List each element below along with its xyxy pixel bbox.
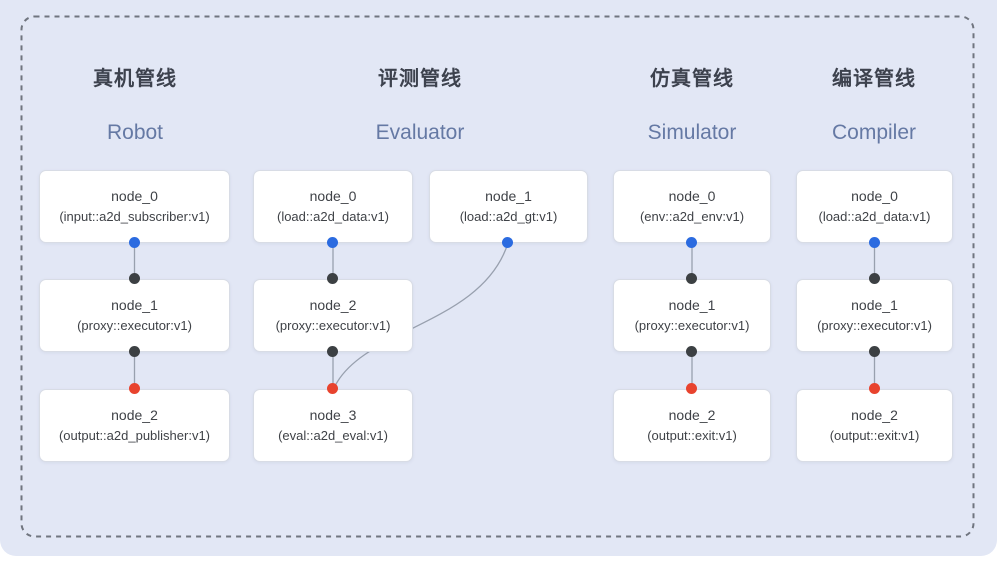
node-name: node_2 (851, 407, 898, 423)
sink-input-port-dot (129, 383, 140, 394)
output-port-dot (686, 237, 697, 248)
node-type: (load::a2d_gt:v1) (459, 209, 558, 224)
output-port-dot (869, 237, 880, 248)
header-zh-evaluator: 评测管线 (378, 68, 462, 90)
node-name: node_1 (851, 297, 898, 313)
output-port-dot (129, 237, 140, 248)
node-type: (output::exit:v1) (829, 428, 920, 443)
graph-node-evaluator-2: node_2 (proxy::executor:v1) (253, 279, 413, 352)
sink-input-port-dot (327, 383, 338, 394)
header-zh-compiler: 编译管线 (832, 68, 916, 90)
node-type: (eval::a2d_eval:v1) (278, 428, 388, 443)
output-port-dot (502, 237, 513, 248)
graph-node-evaluator-1: node_1 (load::a2d_gt:v1) (429, 170, 588, 243)
output-port-dot (327, 346, 338, 357)
graph-node-robot-1: node_1 (proxy::executor:v1) (39, 279, 230, 352)
graph-node-simulator-0: node_0 (env::a2d_env:v1) (613, 170, 771, 243)
output-port-dot (129, 346, 140, 357)
output-port-dot (869, 346, 880, 357)
input-port-dot (327, 273, 338, 284)
input-port-dot (129, 273, 140, 284)
node-name: node_1 (485, 188, 532, 204)
graph-node-simulator-1: node_1 (proxy::executor:v1) (613, 279, 771, 352)
input-port-dot (869, 273, 880, 284)
input-port-dot (686, 273, 697, 284)
output-port-dot (327, 237, 338, 248)
header-en-evaluator: Evaluator (375, 121, 465, 144)
node-type: (load::a2d_data:v1) (276, 209, 390, 224)
header-en-robot: Robot (106, 121, 164, 144)
node-name: node_2 (309, 297, 357, 313)
node-type: (proxy::executor:v1) (817, 318, 932, 333)
node-name: node_1 (111, 297, 158, 313)
node-type: (output::exit:v1) (647, 428, 737, 443)
dashed-border (20, 15, 975, 538)
node-type: (proxy::executor:v1) (77, 318, 192, 333)
graph-node-compiler-2: node_2 (output::exit:v1) (796, 389, 953, 462)
node-type: (input::a2d_subscriber:v1) (59, 209, 210, 224)
graph-node-compiler-0: node_0 (load::a2d_data:v1) (796, 170, 953, 243)
header-zh-simulator: 仿真管线 (650, 68, 734, 90)
graph-node-compiler-1: node_1 (proxy::executor:v1) (796, 279, 953, 352)
node-name: node_1 (668, 297, 716, 313)
node-name: node_2 (111, 407, 158, 423)
header-en-compiler: Compiler (831, 121, 917, 144)
node-type: (output::a2d_publisher:v1) (58, 428, 211, 443)
sink-input-port-dot (686, 383, 697, 394)
graph-node-robot-2: node_2 (output::a2d_publisher:v1) (39, 389, 230, 462)
graph-node-robot-0: node_0 (input::a2d_subscriber:v1) (39, 170, 230, 243)
node-name: node_0 (111, 188, 158, 204)
node-type: (env::a2d_env:v1) (639, 209, 745, 224)
node-name: node_0 (309, 188, 357, 204)
node-name: node_3 (309, 407, 357, 423)
header-en-simulator: Simulator (647, 121, 737, 144)
sink-input-port-dot (869, 383, 880, 394)
node-type: (proxy::executor:v1) (275, 318, 391, 333)
graph-node-evaluator-0: node_0 (load::a2d_data:v1) (253, 170, 413, 243)
node-name: node_0 (668, 188, 716, 204)
header-zh-robot: 真机管线 (93, 68, 177, 90)
node-type: (proxy::executor:v1) (634, 318, 750, 333)
node-name: node_2 (668, 407, 716, 423)
graph-node-evaluator-3: node_3 (eval::a2d_eval:v1) (253, 389, 413, 462)
wire-evaluator-n1-n3-curve (333, 242, 509, 389)
graph-node-simulator-2: node_2 (output::exit:v1) (613, 389, 771, 462)
node-name: node_0 (851, 188, 898, 204)
output-port-dot (686, 346, 697, 357)
node-type: (load::a2d_data:v1) (818, 209, 931, 224)
